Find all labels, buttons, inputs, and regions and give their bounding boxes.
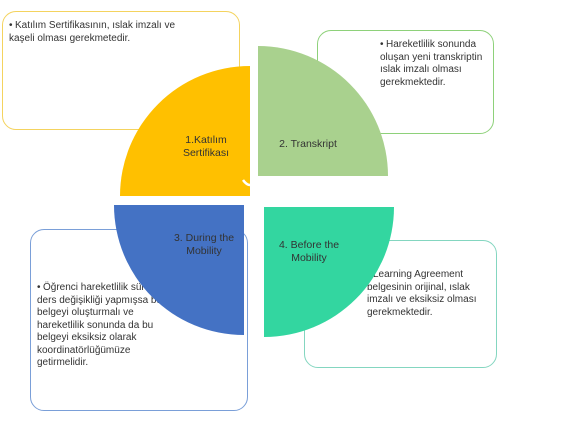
bullet: • [9, 20, 13, 31]
segment-before [264, 207, 394, 337]
seg-label-1: 1.Katılım Sertifikası [182, 134, 230, 159]
callout-katilim-text: Katılım Sertifikasının, ıslak imzalı ve … [9, 20, 176, 44]
callout-transkript-text: Hareketlilik sonunda oluşan yeni transkr… [380, 39, 483, 88]
segment-label-during: 3. During the Mobility [154, 232, 254, 258]
segment-label-before: 4. Before the Mobility [266, 239, 352, 265]
center-arrow-icon [241, 179, 259, 187]
segment-during [114, 205, 244, 335]
callout-before-text: Learning Agreement belgesinin orijinal, … [367, 269, 477, 318]
seg-label-2: 2. Transkript [279, 138, 337, 150]
segment-katilim [120, 66, 250, 196]
callout-during-text: Öğrenci hareketlilik süresince ders deği… [37, 282, 174, 368]
seg-label-3: 3. During the Mobility [173, 232, 235, 257]
seg-label-4: 4. Before the Mobility [278, 239, 340, 264]
callout-katilim: •Katılım Sertifikasının, ıslak imzalı ve… [2, 11, 240, 130]
segment-label-katilim: 1.Katılım Sertifikası [168, 134, 244, 160]
segment-transkript [258, 46, 388, 176]
bullet: • [380, 39, 384, 50]
segment-label-transkript: 2. Transkript [268, 138, 348, 151]
bullet: • [37, 282, 41, 293]
